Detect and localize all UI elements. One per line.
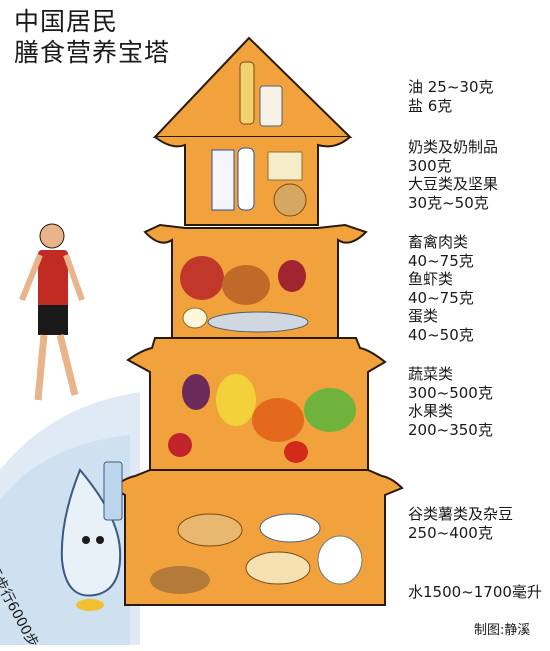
meat <box>180 256 224 300</box>
tier-1-line: 盐 6克 <box>408 96 453 115</box>
milk-carton <box>211 149 235 211</box>
tier-4-line: 200~350克 <box>408 420 493 439</box>
tomato <box>284 441 308 463</box>
tier-3-line: 蛋类 <box>408 307 439 325</box>
water-drop-mascot <box>60 461 123 611</box>
tier-1-label: 油 25~30克 盐 6克 <box>408 78 494 115</box>
title-line-2: 膳食营养宝塔 <box>14 38 171 67</box>
runner-figure <box>19 223 89 408</box>
credit-label: 制图:静溪 <box>474 623 531 638</box>
nuts <box>273 183 307 217</box>
buns <box>317 535 363 585</box>
potatoes <box>150 566 210 594</box>
chicken <box>222 265 270 305</box>
cabbage <box>304 388 356 432</box>
tier-4-line: 水果类 <box>408 402 454 420</box>
tier-1-line: 油 25~30克 <box>408 78 494 96</box>
egg-sausage <box>278 260 306 292</box>
tier-5-label: 谷类薯类及杂豆 250~400克 <box>408 505 513 542</box>
apple <box>168 433 192 457</box>
tier-4-line: 蔬菜类 <box>408 365 454 383</box>
fish <box>207 311 309 333</box>
milk-bottle <box>237 147 255 211</box>
tier-3-line: 40~75克 <box>408 251 474 270</box>
tofu <box>267 151 303 181</box>
tier-2-label: 奶类及奶制品 300克 大豆类及坚果 30克~50克 <box>408 138 498 212</box>
rice-bowl <box>259 513 321 543</box>
title-line-1: 中国居民 <box>14 7 119 36</box>
egg <box>182 307 208 329</box>
tier-4-line: 300~500克 <box>408 383 493 402</box>
tier-3-label: 畜禽肉类 40~75克 鱼虾类 40~75克 蛋类 40~50克 <box>408 233 474 344</box>
tier-3-line: 鱼虾类 <box>408 270 454 288</box>
tier-2-line: 奶类及奶制品 <box>408 138 499 156</box>
noodles <box>245 551 311 585</box>
bread <box>177 513 243 547</box>
tier-2-line: 300克 <box>408 156 452 175</box>
bananas <box>216 374 256 426</box>
tier-3-line: 畜禽肉类 <box>408 233 469 251</box>
water-label: 水1500~1700毫升 <box>408 583 542 601</box>
salt-bag <box>259 85 283 127</box>
tier-5-line: 谷类薯类及杂豆 <box>408 505 514 523</box>
tier-3-line: 40~50克 <box>408 325 474 344</box>
tier-2-line: 大豆类及坚果 <box>408 175 499 193</box>
tier-5-line: 250~400克 <box>408 523 493 542</box>
oil-bottle <box>239 61 255 125</box>
tier-4 <box>126 337 387 471</box>
tier-3-line: 40~75克 <box>408 288 474 307</box>
pagoda-title: 中国居民 膳食营养宝塔 <box>14 6 170 68</box>
grapes <box>182 374 210 410</box>
tier-4-label: 蔬菜类 300~500克 水果类 200~350克 <box>408 365 493 439</box>
pumpkin <box>252 398 304 442</box>
tier-2-line: 30克~50克 <box>408 193 489 212</box>
